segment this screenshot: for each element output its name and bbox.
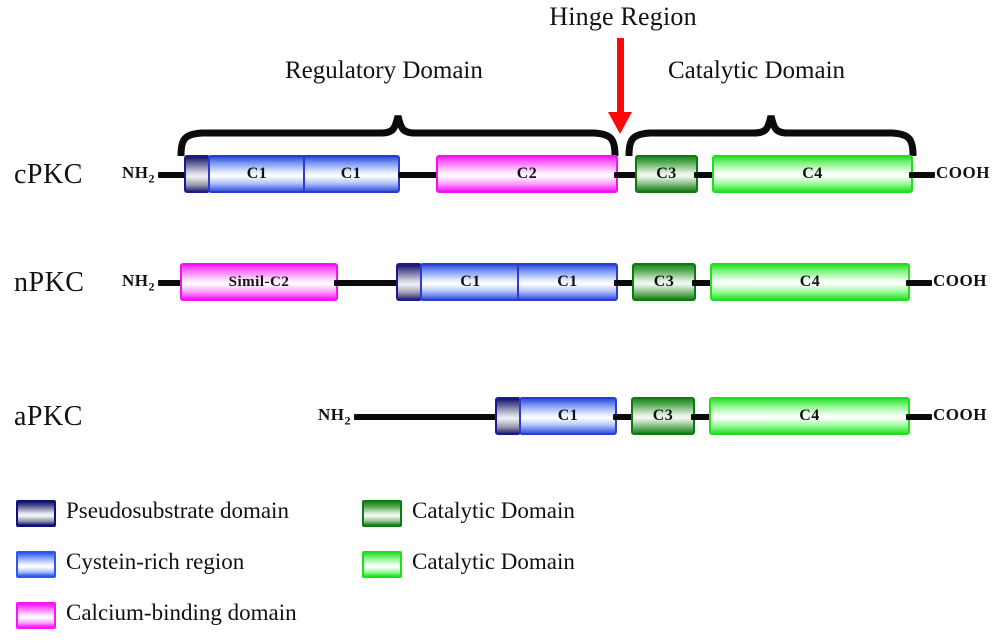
nh-text: NH (122, 271, 149, 290)
domain-c4[interactable]: C4 (709, 397, 910, 435)
domain-c1[interactable]: C1 (519, 397, 617, 435)
backbone-segment (692, 280, 714, 286)
backbone-segment (158, 280, 182, 286)
row-label-apkc: aPKC (14, 401, 83, 432)
backbone-segment (614, 172, 639, 178)
nh-subscript: 2 (344, 413, 351, 428)
legend-label-catalytic-light: Catalytic Domain (412, 549, 575, 574)
hinge-arrow-shaft (617, 38, 624, 118)
legend-swatch-calcium-binding (16, 602, 56, 629)
c1-divider (303, 155, 305, 193)
backbone-segment (691, 414, 713, 420)
domain-c4[interactable]: C4 (710, 263, 910, 301)
nh-subscript: 2 (148, 279, 155, 294)
row-label-cpkc: cPKC (14, 159, 83, 190)
legend-label-cystein-rich: Cystein-rich region (66, 549, 245, 574)
nh-text: NH (318, 405, 345, 424)
hinge-arrow-head (608, 112, 632, 134)
domain-c3[interactable]: C3 (635, 155, 698, 193)
domain-c3[interactable]: C3 (631, 397, 695, 435)
legend-label-calcium-binding: Calcium-binding domain (66, 600, 297, 625)
backbone-segment (909, 172, 935, 178)
domain-pseudosubstrate[interactable] (495, 397, 521, 435)
legend-swatch-catalytic-light (362, 551, 402, 578)
domain-pseudosubstrate[interactable] (396, 263, 422, 301)
backbone-segment (334, 280, 398, 286)
backbone-segment (613, 414, 635, 420)
n-terminus-apkc: NH2 (318, 405, 351, 428)
backbone-segment (614, 280, 636, 286)
domain-c2[interactable]: C2 (436, 155, 618, 193)
legend-label-pseudosubstrate: Pseudosubstrate domain (66, 498, 289, 523)
row-npkc: nPKC NH2 Simil-C2 C1 C1 C3 C4 COOH (0, 253, 1000, 313)
backbone-segment (354, 414, 499, 420)
catalytic-domain-label: Catalytic Domain (668, 57, 846, 84)
c1-divider (517, 263, 519, 301)
backbone-segment (906, 280, 932, 286)
c-terminus-npkc: COOH (933, 271, 987, 290)
backbone-segment (906, 414, 932, 420)
regulatory-domain-brace (176, 112, 626, 156)
legend-swatch-pseudosubstrate (16, 500, 56, 527)
c-terminus-cpkc: COOH (936, 163, 990, 182)
row-apkc: aPKC NH2 C1 C3 C4 COOH (0, 387, 1000, 447)
domain-c1-first-label: C1 (460, 273, 481, 290)
legend-swatch-cystein-rich (16, 551, 56, 578)
n-terminus-cpkc: NH2 (122, 163, 155, 186)
legend-swatch-catalytic-dark (362, 500, 402, 527)
regulatory-domain-label: Regulatory Domain (285, 57, 483, 84)
domain-c4[interactable]: C4 (712, 155, 913, 193)
row-label-npkc: nPKC (14, 267, 85, 298)
domain-simil-c2[interactable]: Simil-C2 (180, 263, 338, 301)
legend-label-catalytic-dark: Catalytic Domain (412, 498, 575, 523)
hinge-region-label: Hinge Region (0, 2, 1000, 32)
catalytic-domain-brace (624, 112, 924, 156)
domain-c1-pair[interactable]: C1 C1 (420, 263, 618, 301)
domain-pseudosubstrate[interactable] (184, 155, 210, 193)
domain-c3[interactable]: C3 (632, 263, 696, 301)
row-cpkc: cPKC NH2 C1 C1 C2 C3 C4 COOH (0, 145, 1000, 205)
backbone-segment (398, 172, 440, 178)
nh-subscript: 2 (148, 171, 155, 186)
backbone-segment (158, 172, 186, 178)
domain-c1-second-label: C1 (340, 165, 362, 182)
domain-c1-first-label: C1 (246, 165, 268, 182)
backbone-segment (694, 172, 716, 178)
nh-text: NH (122, 163, 149, 182)
hinge-region-text: Hinge Region (549, 2, 697, 31)
n-terminus-npkc: NH2 (122, 271, 155, 294)
domain-c1-second-label: C1 (557, 273, 578, 290)
c-terminus-apkc: COOH (933, 405, 987, 424)
